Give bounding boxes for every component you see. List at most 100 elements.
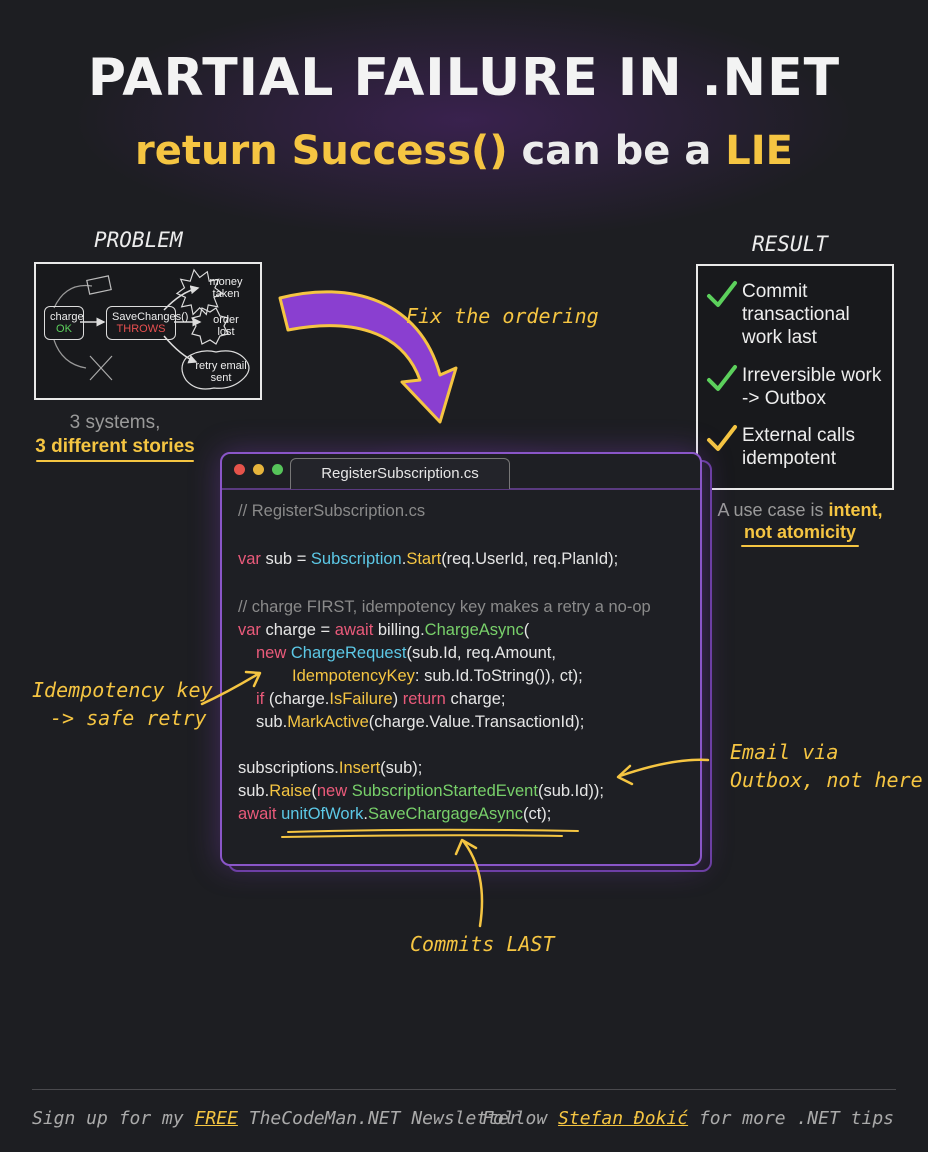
idempotency-note: Idempotency key -> safe retry xyxy=(32,676,213,732)
token: charge; xyxy=(445,690,506,708)
token: MarkActive xyxy=(287,713,369,731)
newsletter-cta[interactable]: Sign up for my FREE TheCodeMan.NET Newsl… xyxy=(32,1108,520,1129)
window-maximize-dot[interactable] xyxy=(272,464,283,475)
footer-author: Stefan Đokić xyxy=(558,1108,689,1129)
check-icon xyxy=(707,281,737,307)
token: sub. xyxy=(238,782,270,800)
token: IsFailure xyxy=(329,690,393,708)
outcome-money: money taken xyxy=(209,276,243,300)
token: await xyxy=(238,805,277,823)
code-line: // RegisterSubscription.cs xyxy=(238,502,426,520)
token: var xyxy=(238,550,261,568)
result-underline xyxy=(741,545,859,547)
code-line: IdempotencyKey: sub.Id.ToString()), ct); xyxy=(292,667,583,686)
code-line: var charge = await billing.ChargeAsync( xyxy=(238,621,529,640)
page-title: PARTIAL FAILURE IN .NET xyxy=(87,48,841,108)
token: await xyxy=(334,621,374,639)
result-item-1: Commit transactional work last xyxy=(706,280,872,349)
token: charge = xyxy=(260,621,335,639)
outcome-email: retry email sent xyxy=(195,360,247,384)
code-line: subscriptions.Insert(sub); xyxy=(238,759,422,778)
caption-b: intent, xyxy=(828,500,883,520)
idempotency-note-line2: -> safe retry xyxy=(50,706,207,730)
token: Subscription xyxy=(310,550,402,568)
token: . xyxy=(401,550,407,568)
token: ) xyxy=(392,690,403,708)
email-arrow-icon xyxy=(616,758,710,786)
idempotency-arrow-icon xyxy=(200,670,262,706)
caption-underline xyxy=(36,460,194,462)
check-icon xyxy=(707,365,737,391)
node-charge: charge OK xyxy=(44,306,84,340)
code-line: sub.MarkActive(charge.Value.TransactionI… xyxy=(256,713,584,732)
code-line: // charge FIRST, idempotency key makes a… xyxy=(238,598,651,616)
token: (sub.Id, req.Amount, xyxy=(406,644,556,662)
result-item-2: Irreversible work -> Outbox xyxy=(706,364,887,410)
token: (sub); xyxy=(380,759,423,777)
token: unitOfWork xyxy=(281,805,364,823)
tab-registersubscription[interactable]: RegisterSubscription.cs xyxy=(290,458,510,489)
token: SubscriptionStartedEvent xyxy=(351,782,538,800)
code-line: var sub = Subscription.Start(req.UserId,… xyxy=(238,550,618,569)
token: sub = xyxy=(260,550,311,568)
code-line: if (charge.IsFailure) return charge; xyxy=(256,690,505,709)
problem-arrows xyxy=(53,268,250,390)
node-save-label: SaveChanges() xyxy=(112,311,189,323)
result-box: Commit transactional work last Irreversi… xyxy=(696,264,894,490)
subtitle-middle: can be a xyxy=(507,128,726,174)
result-item-2-text: Irreversible work -> Outbox xyxy=(742,365,882,409)
token: ( xyxy=(523,621,530,639)
commit-underline xyxy=(281,828,579,838)
footer-divider xyxy=(32,1089,896,1090)
code-line: new ChargeRequest(sub.Id, req.Amount, xyxy=(256,644,556,663)
token: sub. xyxy=(256,713,288,731)
subtitle-lie: LIE xyxy=(725,128,793,174)
token: return xyxy=(402,690,446,708)
footer-right-c: for more .NET tips xyxy=(688,1108,894,1129)
idempotency-note-line1: Idempotency key xyxy=(32,678,213,702)
token: Start xyxy=(406,550,442,568)
commits-arrow-icon xyxy=(454,838,484,928)
node-savechanges: SaveChanges() THROWS xyxy=(106,306,189,340)
fix-arrow-icon xyxy=(278,290,458,424)
code-tabbar: RegisterSubscription.cs xyxy=(222,454,700,490)
token: ( xyxy=(311,782,317,800)
follow-cta[interactable]: Follow Stefan Đokić for more .NET tips xyxy=(482,1108,894,1129)
email-note-line1: Email via xyxy=(730,740,839,764)
caption-a: A use case is xyxy=(717,500,829,520)
result-item-1-text: Commit transactional work last xyxy=(742,281,850,348)
email-note-line2: Outbox, not here xyxy=(730,768,923,792)
problem-caption-1: 3 systems, xyxy=(69,412,161,433)
result-caption-2: not atomicity xyxy=(743,522,856,542)
token: SaveChargageAsync xyxy=(367,805,523,823)
token: : sub.Id.ToString()), ct); xyxy=(414,667,583,685)
token: new xyxy=(256,644,287,662)
token: billing. xyxy=(373,621,425,639)
subtitle-code: return Success() xyxy=(135,128,508,174)
window-minimize-dot[interactable] xyxy=(253,464,264,475)
token: subscriptions. xyxy=(238,759,339,777)
token: (ct); xyxy=(522,805,552,823)
commits-note: Commits LAST xyxy=(410,932,555,956)
result-caption-1: A use case is intent, xyxy=(700,500,900,521)
window-close-dot[interactable] xyxy=(234,464,245,475)
node-charge-label: charge xyxy=(50,311,84,323)
code-line: sub.Raise(new SubscriptionStartedEvent(s… xyxy=(238,782,604,801)
node-save-status: THROWS xyxy=(116,323,166,335)
problem-label: PROBLEM xyxy=(94,228,183,252)
token: new xyxy=(316,782,348,800)
result-label: RESULT xyxy=(752,232,828,256)
result-item-3: External calls idempotent xyxy=(706,424,872,470)
node-charge-status: OK xyxy=(56,323,72,335)
token: (req.UserId, req.PlanId); xyxy=(441,550,619,568)
result-item-3-text: External calls idempotent xyxy=(742,425,855,469)
token: if xyxy=(256,690,265,708)
token: ChargeAsync xyxy=(424,621,524,639)
token: (charge.Value.TransactionId); xyxy=(368,713,585,731)
token: var xyxy=(238,621,261,639)
token: . xyxy=(363,805,368,823)
code-window: RegisterSubscription.cs // RegisterSubsc… xyxy=(220,452,702,866)
token: ChargeRequest xyxy=(290,644,407,662)
code-line: await unitOfWork.SaveChargageAsync(ct); xyxy=(238,805,551,824)
token: (sub.Id)); xyxy=(537,782,604,800)
